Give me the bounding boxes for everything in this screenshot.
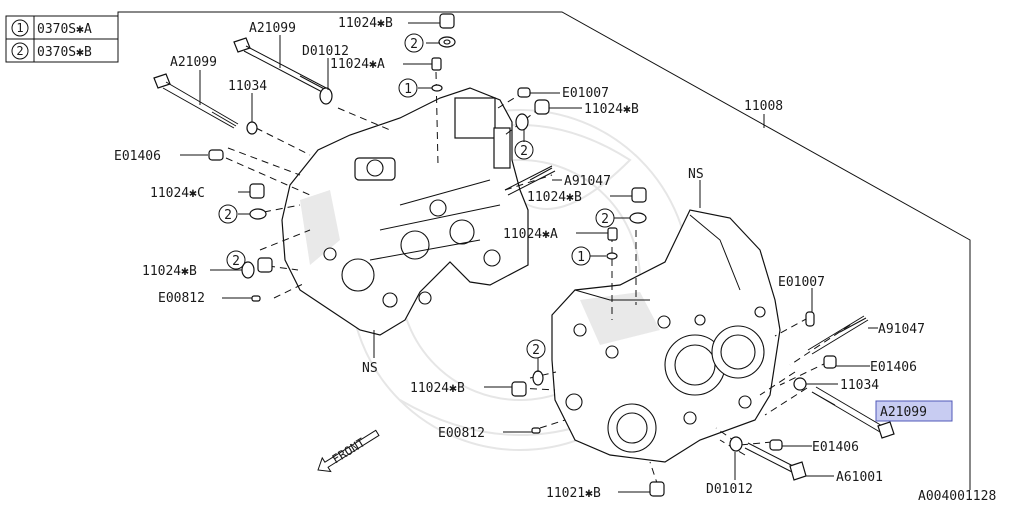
label-ns-right: NS xyxy=(688,167,704,182)
callout-1: 1 xyxy=(404,82,412,97)
legend-code-1: 0370S✱A xyxy=(37,22,92,37)
callout-2: 2 xyxy=(410,37,418,52)
label-d01012-top: D01012 xyxy=(302,44,349,59)
stud-a91047-mid xyxy=(504,165,556,196)
legend-num-1: 1 xyxy=(16,21,23,35)
label-11024a-top: 11024✱A xyxy=(330,57,385,72)
label-11034-right: 11034 xyxy=(840,378,879,393)
label-e00812-left: E00812 xyxy=(158,291,205,306)
diagram-id: A004001128 xyxy=(918,489,996,504)
label-a61001: A61001 xyxy=(836,470,883,485)
label-e01406-left: E01406 xyxy=(114,149,161,164)
callout-1: 1 xyxy=(577,250,585,265)
crankcase-right-half xyxy=(551,209,781,463)
crankcase-left-half xyxy=(281,87,529,336)
callout-2: 2 xyxy=(232,254,240,269)
label-11021b: 11021✱B xyxy=(546,486,601,501)
legend: 1 0370S✱A 2 0370S✱B xyxy=(5,15,119,63)
label-e01406-right: E01406 xyxy=(870,360,917,375)
label-e01007-top: E01007 xyxy=(562,86,609,101)
label-11024b-mid: 11024✱B xyxy=(527,190,582,205)
front-label: FRONT xyxy=(330,435,368,466)
callout-2: 2 xyxy=(520,144,528,159)
label-e00812-lower: E00812 xyxy=(438,426,485,441)
leader-lines xyxy=(180,22,893,493)
part-labels: A21099 D01012 A21099 11034 11024✱B 11024… xyxy=(114,16,996,504)
front-arrow: FRONT xyxy=(317,429,380,473)
label-11034-left: 11034 xyxy=(228,79,267,94)
label-11008: 11008 xyxy=(744,99,783,114)
label-11024b-left: 11024✱B xyxy=(142,264,197,279)
label-a91047-mid: A91047 xyxy=(564,174,611,189)
label-e01406-lower: E01406 xyxy=(812,440,859,455)
label-11024c: 11024✱C xyxy=(150,186,205,201)
callout-2: 2 xyxy=(532,343,540,358)
stud-a91047-right xyxy=(807,315,869,355)
label-11024b-right: 11024✱B xyxy=(584,102,639,117)
bolt-a21099-left xyxy=(153,73,239,129)
group-outline-lines xyxy=(117,11,971,490)
highlighted-part-label[interactable]: A21099 xyxy=(875,400,953,422)
callout-2: 2 xyxy=(224,208,232,223)
label-ns-left: NS xyxy=(362,361,378,376)
circled-callouts: 2 1 2 2 2 1 2 2 xyxy=(218,33,615,359)
label-e01007-right: E01007 xyxy=(778,275,825,290)
label-a21099-left: A21099 xyxy=(170,55,217,70)
label-d01012-bottom: D01012 xyxy=(706,482,753,497)
label-a21099-top: A21099 xyxy=(249,21,296,36)
label-a91047-right: A91047 xyxy=(878,322,925,337)
label-a21099-right[interactable]: A21099 xyxy=(880,405,927,420)
label-11024b-top: 11024✱B xyxy=(338,16,393,31)
legend-code-2: 0370S✱B xyxy=(37,45,92,60)
label-11024a-mid: 11024✱A xyxy=(503,227,558,242)
bolt-a21099-right xyxy=(811,386,895,439)
callout-2: 2 xyxy=(601,212,609,227)
legend-num-2: 2 xyxy=(16,44,23,58)
label-11024b-lower: 11024✱B xyxy=(410,381,465,396)
